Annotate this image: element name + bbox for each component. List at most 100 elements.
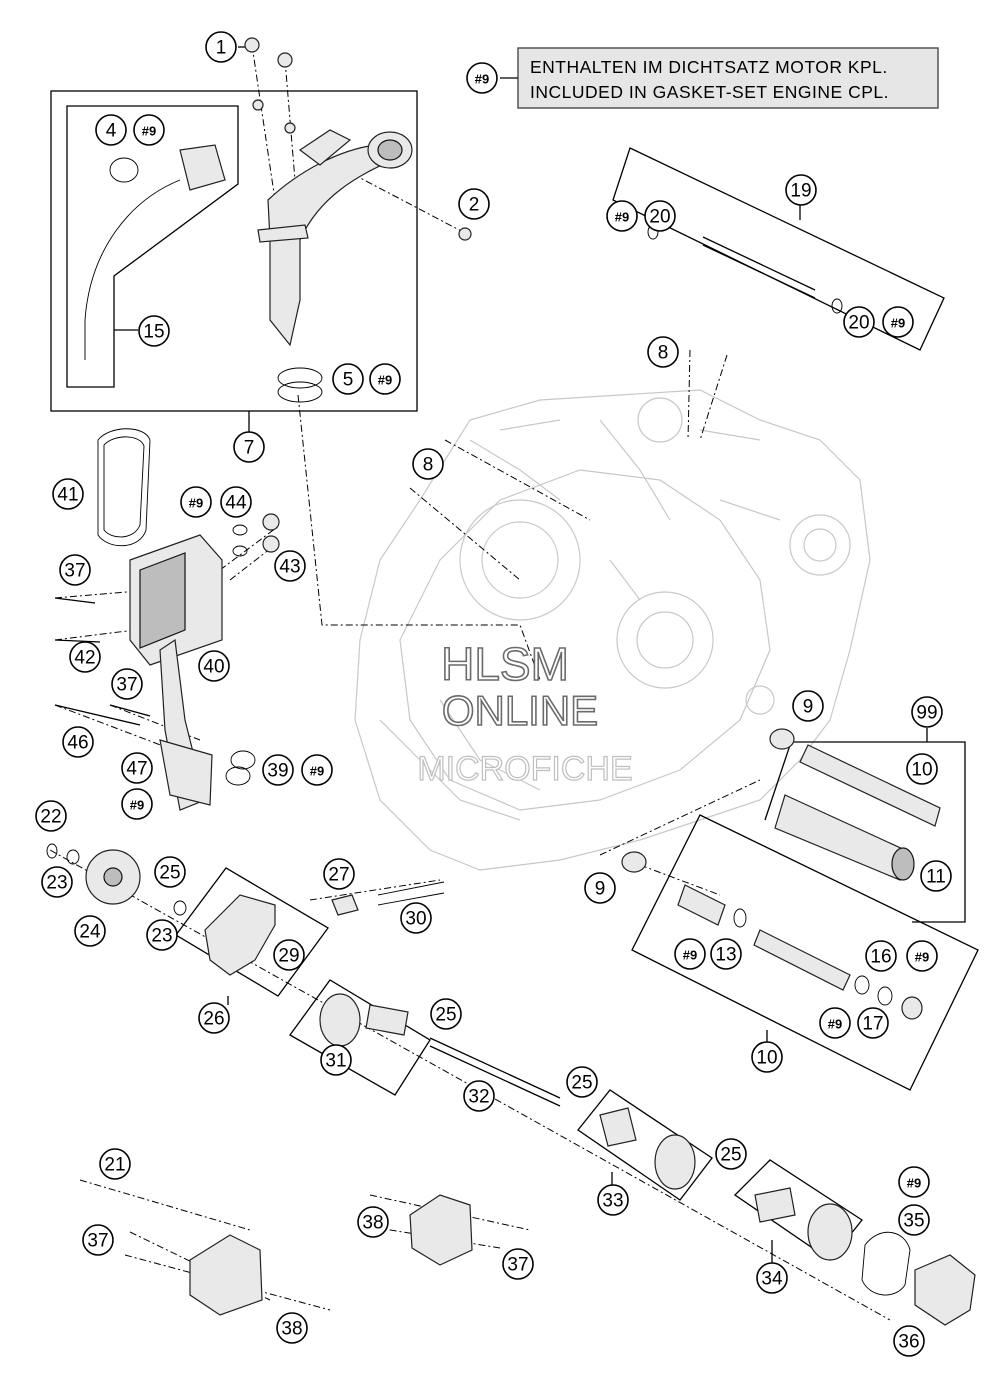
callout-label: #9 (142, 124, 156, 139)
part-callout-10: 10 (751, 1041, 783, 1073)
part-callout-35: 35 (898, 1204, 930, 1236)
callout-circle (262, 754, 294, 786)
callout-circle (35, 800, 67, 832)
gasket-ref-callout: #9 (180, 486, 212, 518)
callout-label: #9 (310, 764, 324, 779)
callout-label: 5 (343, 370, 354, 391)
callout-label: #9 (189, 496, 203, 511)
part-callout-38: 38 (276, 1312, 308, 1344)
callout-circle (220, 486, 252, 518)
gasket-ref-callout: #9 (133, 114, 165, 146)
callout-label: 37 (507, 1255, 528, 1276)
callout-label: #9 (891, 316, 905, 331)
callout-circle (674, 938, 706, 970)
callout-circle (710, 938, 742, 970)
callout-label: 40 (203, 657, 224, 678)
callout-circle (320, 1044, 352, 1076)
callout-label: #9 (828, 1017, 842, 1032)
callout-label: 9 (803, 697, 814, 718)
callout-label: 25 (159, 863, 180, 884)
callout-label: 23 (151, 926, 172, 947)
gasket-ref-callout: #9 (674, 938, 706, 970)
callout-circle (205, 31, 237, 63)
callout-label: 37 (87, 1231, 108, 1252)
part-callout-47: 47 (121, 752, 153, 784)
callout-label: 10 (756, 1048, 777, 1069)
part-callout-26: 26 (198, 1002, 230, 1034)
callout-circle (898, 1166, 930, 1198)
part-callout-29: 29 (273, 939, 305, 971)
callout-label: 21 (104, 1155, 125, 1176)
part-callout-42: 42 (69, 641, 101, 673)
callout-circle (59, 554, 91, 586)
callout-label: 20 (649, 207, 670, 228)
callout-circle (69, 641, 101, 673)
callout-circle (82, 1224, 114, 1256)
callout-label: 44 (225, 493, 247, 514)
callout-circle (792, 690, 824, 722)
callout-label: 11 (926, 867, 946, 888)
part-callout-46: 46 (62, 726, 94, 758)
callout-circle (138, 315, 170, 347)
callout-circle (458, 188, 490, 220)
callout-circle (412, 448, 444, 480)
callout-label: 31 (325, 1051, 346, 1072)
gasket-ref-callout: #9 (882, 306, 914, 338)
part-callout-19: 19 (785, 174, 817, 206)
callout-circle (369, 363, 401, 395)
callout-circle (95, 114, 127, 146)
part-callout-37: 37 (111, 668, 143, 700)
callout-label: 24 (79, 922, 101, 943)
part-callout-23: 23 (146, 919, 178, 951)
callout-circle (146, 919, 178, 951)
part-callout-20: 20 (644, 200, 676, 232)
part-callout-24: 24 (74, 915, 106, 947)
callout-circle (597, 1184, 629, 1216)
gasket-ref-callout: #9 (301, 754, 333, 786)
callout-label: 37 (116, 675, 137, 696)
callout-circle (865, 940, 897, 972)
part-callout-22: 22 (35, 800, 67, 832)
callout-circle (133, 114, 165, 146)
callout-circle (606, 200, 638, 232)
watermark: HLSM ONLINE MICROFICHE (417, 637, 634, 788)
watermark-line-3: MICROFICHE (417, 750, 632, 788)
gasket-ref-callout: #9 (121, 788, 153, 820)
callout-label: 20 (848, 313, 869, 334)
watermark-line-2: ONLINE (442, 687, 598, 734)
part-callout-4: 4 (95, 114, 127, 146)
part-callout-9: 9 (792, 690, 824, 722)
callout-circle (180, 486, 212, 518)
part-callout-7: 7 (233, 431, 265, 463)
callout-circle (74, 915, 106, 947)
gasket-ref-callout: #9 (606, 200, 638, 232)
callout-label: 7 (244, 438, 255, 459)
callout-circle (273, 939, 305, 971)
callout-label: 38 (281, 1319, 302, 1340)
callout-label: 30 (405, 909, 426, 930)
callout-label: 37 (64, 561, 85, 582)
part-callout-15: 15 (138, 315, 170, 347)
part-callout-21: 21 (99, 1148, 131, 1180)
callout-label: #9 (615, 210, 629, 225)
callout-label: #9 (130, 798, 144, 813)
part-callout-1: 1 (205, 31, 237, 63)
part-callout-2: 2 (458, 188, 490, 220)
callout-label: 16 (870, 947, 891, 968)
callout-label: 34 (761, 1269, 783, 1290)
callout-label: 8 (658, 343, 669, 364)
part-callout-37: 37 (59, 554, 91, 586)
part-callout-23: 23 (41, 866, 73, 898)
callout-label: 9 (595, 879, 606, 900)
callout-circle (715, 1138, 747, 1170)
callout-circle (906, 940, 938, 972)
callout-circle (276, 1312, 308, 1344)
note-ref-callout: #9 (466, 62, 498, 94)
callout-circle (274, 550, 306, 582)
callout-circle (647, 336, 679, 368)
callout-circle (756, 1262, 788, 1294)
part-callout-27: 27 (323, 858, 355, 890)
part-callout-33: 33 (597, 1184, 629, 1216)
part-callout-5: 5 (332, 363, 364, 395)
